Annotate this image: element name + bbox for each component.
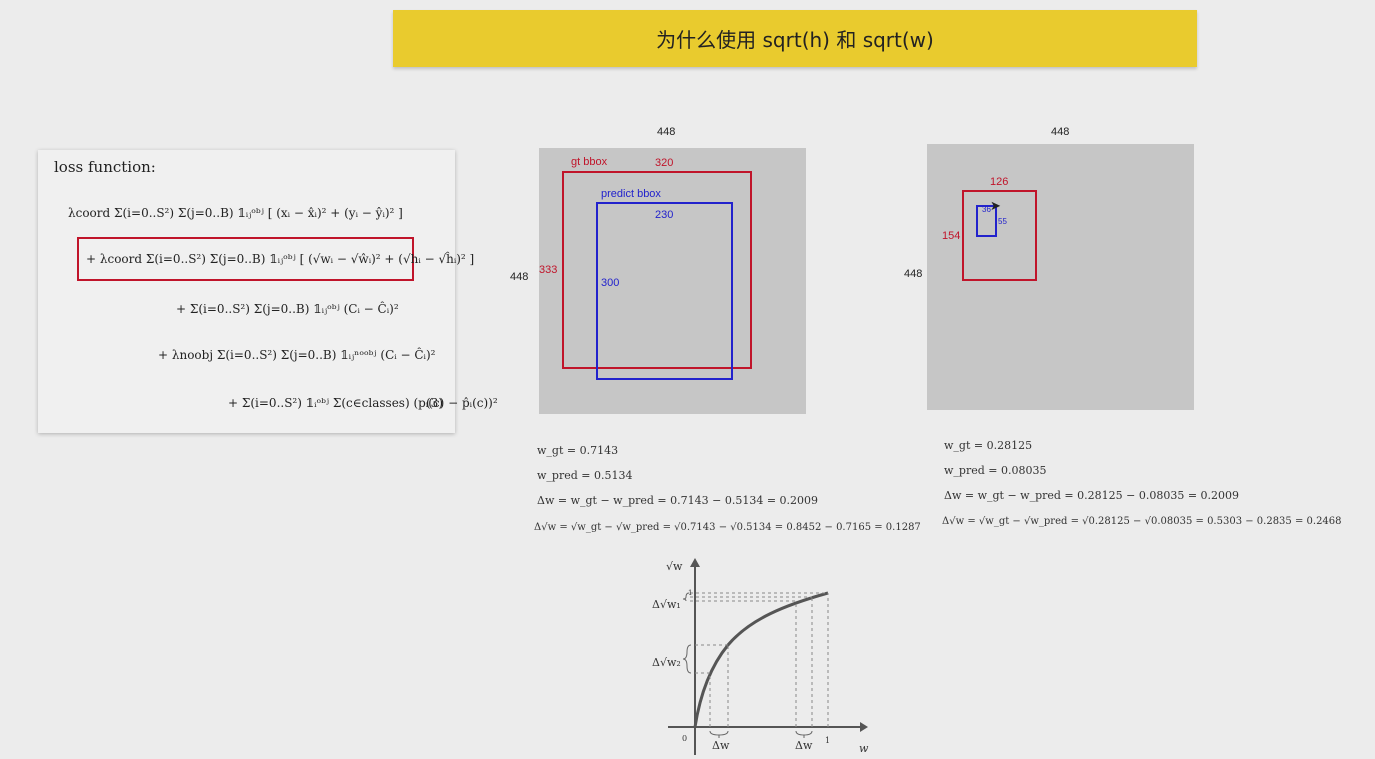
left-gt-height: 333 [539,264,558,276]
plot-x-label: w [859,742,869,755]
left-image-height-label: 448 [510,271,529,283]
left-image-panel [539,148,806,414]
loss-line-class: + Σ(i=0..S²) 𝟙ᵢᵒᵇʲ Σ(c∈classes) (pᵢ(c) −… [228,396,498,410]
plot-delta-sqrt-w1: Δ√w₁ [652,598,681,611]
slide-title: 为什么使用 sqrt(h) 和 sqrt(w) [393,10,1197,67]
right-pred-height: 55 [998,217,1007,226]
equation-number: (3) [426,396,443,410]
plot-delta-w-left: Δw [712,739,730,752]
right-gt-bbox [962,190,1037,281]
right-calc-w-gt: w_gt = 0.28125 [944,439,1033,452]
left-calc-w-gt: w_gt = 0.7143 [537,444,619,457]
brace-w1-icon [682,592,690,602]
right-image-panel [927,144,1194,410]
brace-dw-left-icon [709,730,729,739]
brace-dw-right-icon [795,730,813,738]
left-calc-w-pred: w_pred = 0.5134 [537,469,633,482]
plot-x-one-label: 1 [825,736,830,745]
right-gt-width: 126 [990,176,1009,188]
left-pred-height: 300 [601,277,620,289]
loss-heading: loss function: [54,158,156,176]
loss-line-coord: λcoord Σ(i=0..S²) Σ(j=0..B) 𝟙ᵢⱼᵒᵇʲ [ (xᵢ… [68,206,403,220]
left-calc-delta-sqrt: Δ√w = √w_gt − √w_pred = √0.7143 − √0.513… [534,522,921,533]
slide-title-text: 为什么使用 sqrt(h) 和 sqrt(w) [656,28,934,52]
right-pred-bbox [976,205,997,237]
left-gt-width: 320 [655,157,674,169]
loss-line-noobj: + λnoobj Σ(i=0..S²) Σ(j=0..B) 𝟙ᵢⱼⁿᵒᵒᵇʲ (… [158,348,436,362]
left-image-width-label: 448 [657,126,676,138]
left-pred-label: predict bbox [601,188,661,200]
right-calc-delta-w: Δw = w_gt − w_pred = 0.28125 − 0.08035 =… [944,489,1240,502]
sqrt-curve [693,591,829,728]
loss-function-card: loss function: λcoord Σ(i=0..S²) Σ(j=0..… [38,150,498,433]
left-pred-width: 230 [655,209,674,221]
plot-delta-w-right: Δw [795,739,813,752]
highlight-box [77,237,414,281]
guide-lines [690,592,829,727]
plot-delta-sqrt-w2: Δ√w₂ [652,656,681,669]
plot-y-one-label: 1 [688,589,692,597]
y-axis-arrow-icon [690,558,700,567]
x-axis-arrow-icon [860,722,868,732]
left-gt-bbox [562,171,752,369]
plot-origin-label: 0 [682,734,687,743]
left-pred-bbox [596,202,733,380]
plot-y-label: √w [666,560,683,573]
right-gt-height: 154 [942,230,961,242]
right-image-width-label: 448 [1051,126,1070,138]
right-calc-w-pred: w_pred = 0.08035 [944,464,1047,477]
loss-line-size: + λcoord Σ(i=0..S²) Σ(j=0..B) 𝟙ᵢⱼᵒᵇʲ [ (… [86,252,475,266]
brace-w2-icon [682,644,692,674]
left-calc-delta-w: Δw = w_gt − w_pred = 0.7143 − 0.5134 = 0… [537,494,819,507]
sqrt-diagram: √w w 0 1 1 Δ√w₁ Δ√w₂ Δw Δw [652,558,869,755]
right-calc-delta-sqrt: Δ√w = √w_gt − √w_pred = √0.28125 − √0.08… [942,516,1342,527]
right-image-height-label: 448 [904,268,923,280]
mouse-cursor-icon: ➤ [990,198,1001,213]
left-gt-label: gt bbox [571,156,608,168]
right-pred-width: 36 [982,205,991,214]
loss-line-obj: + Σ(i=0..S²) Σ(j=0..B) 𝟙ᵢⱼᵒᵇʲ (Cᵢ − Ĉᵢ)² [176,302,399,316]
